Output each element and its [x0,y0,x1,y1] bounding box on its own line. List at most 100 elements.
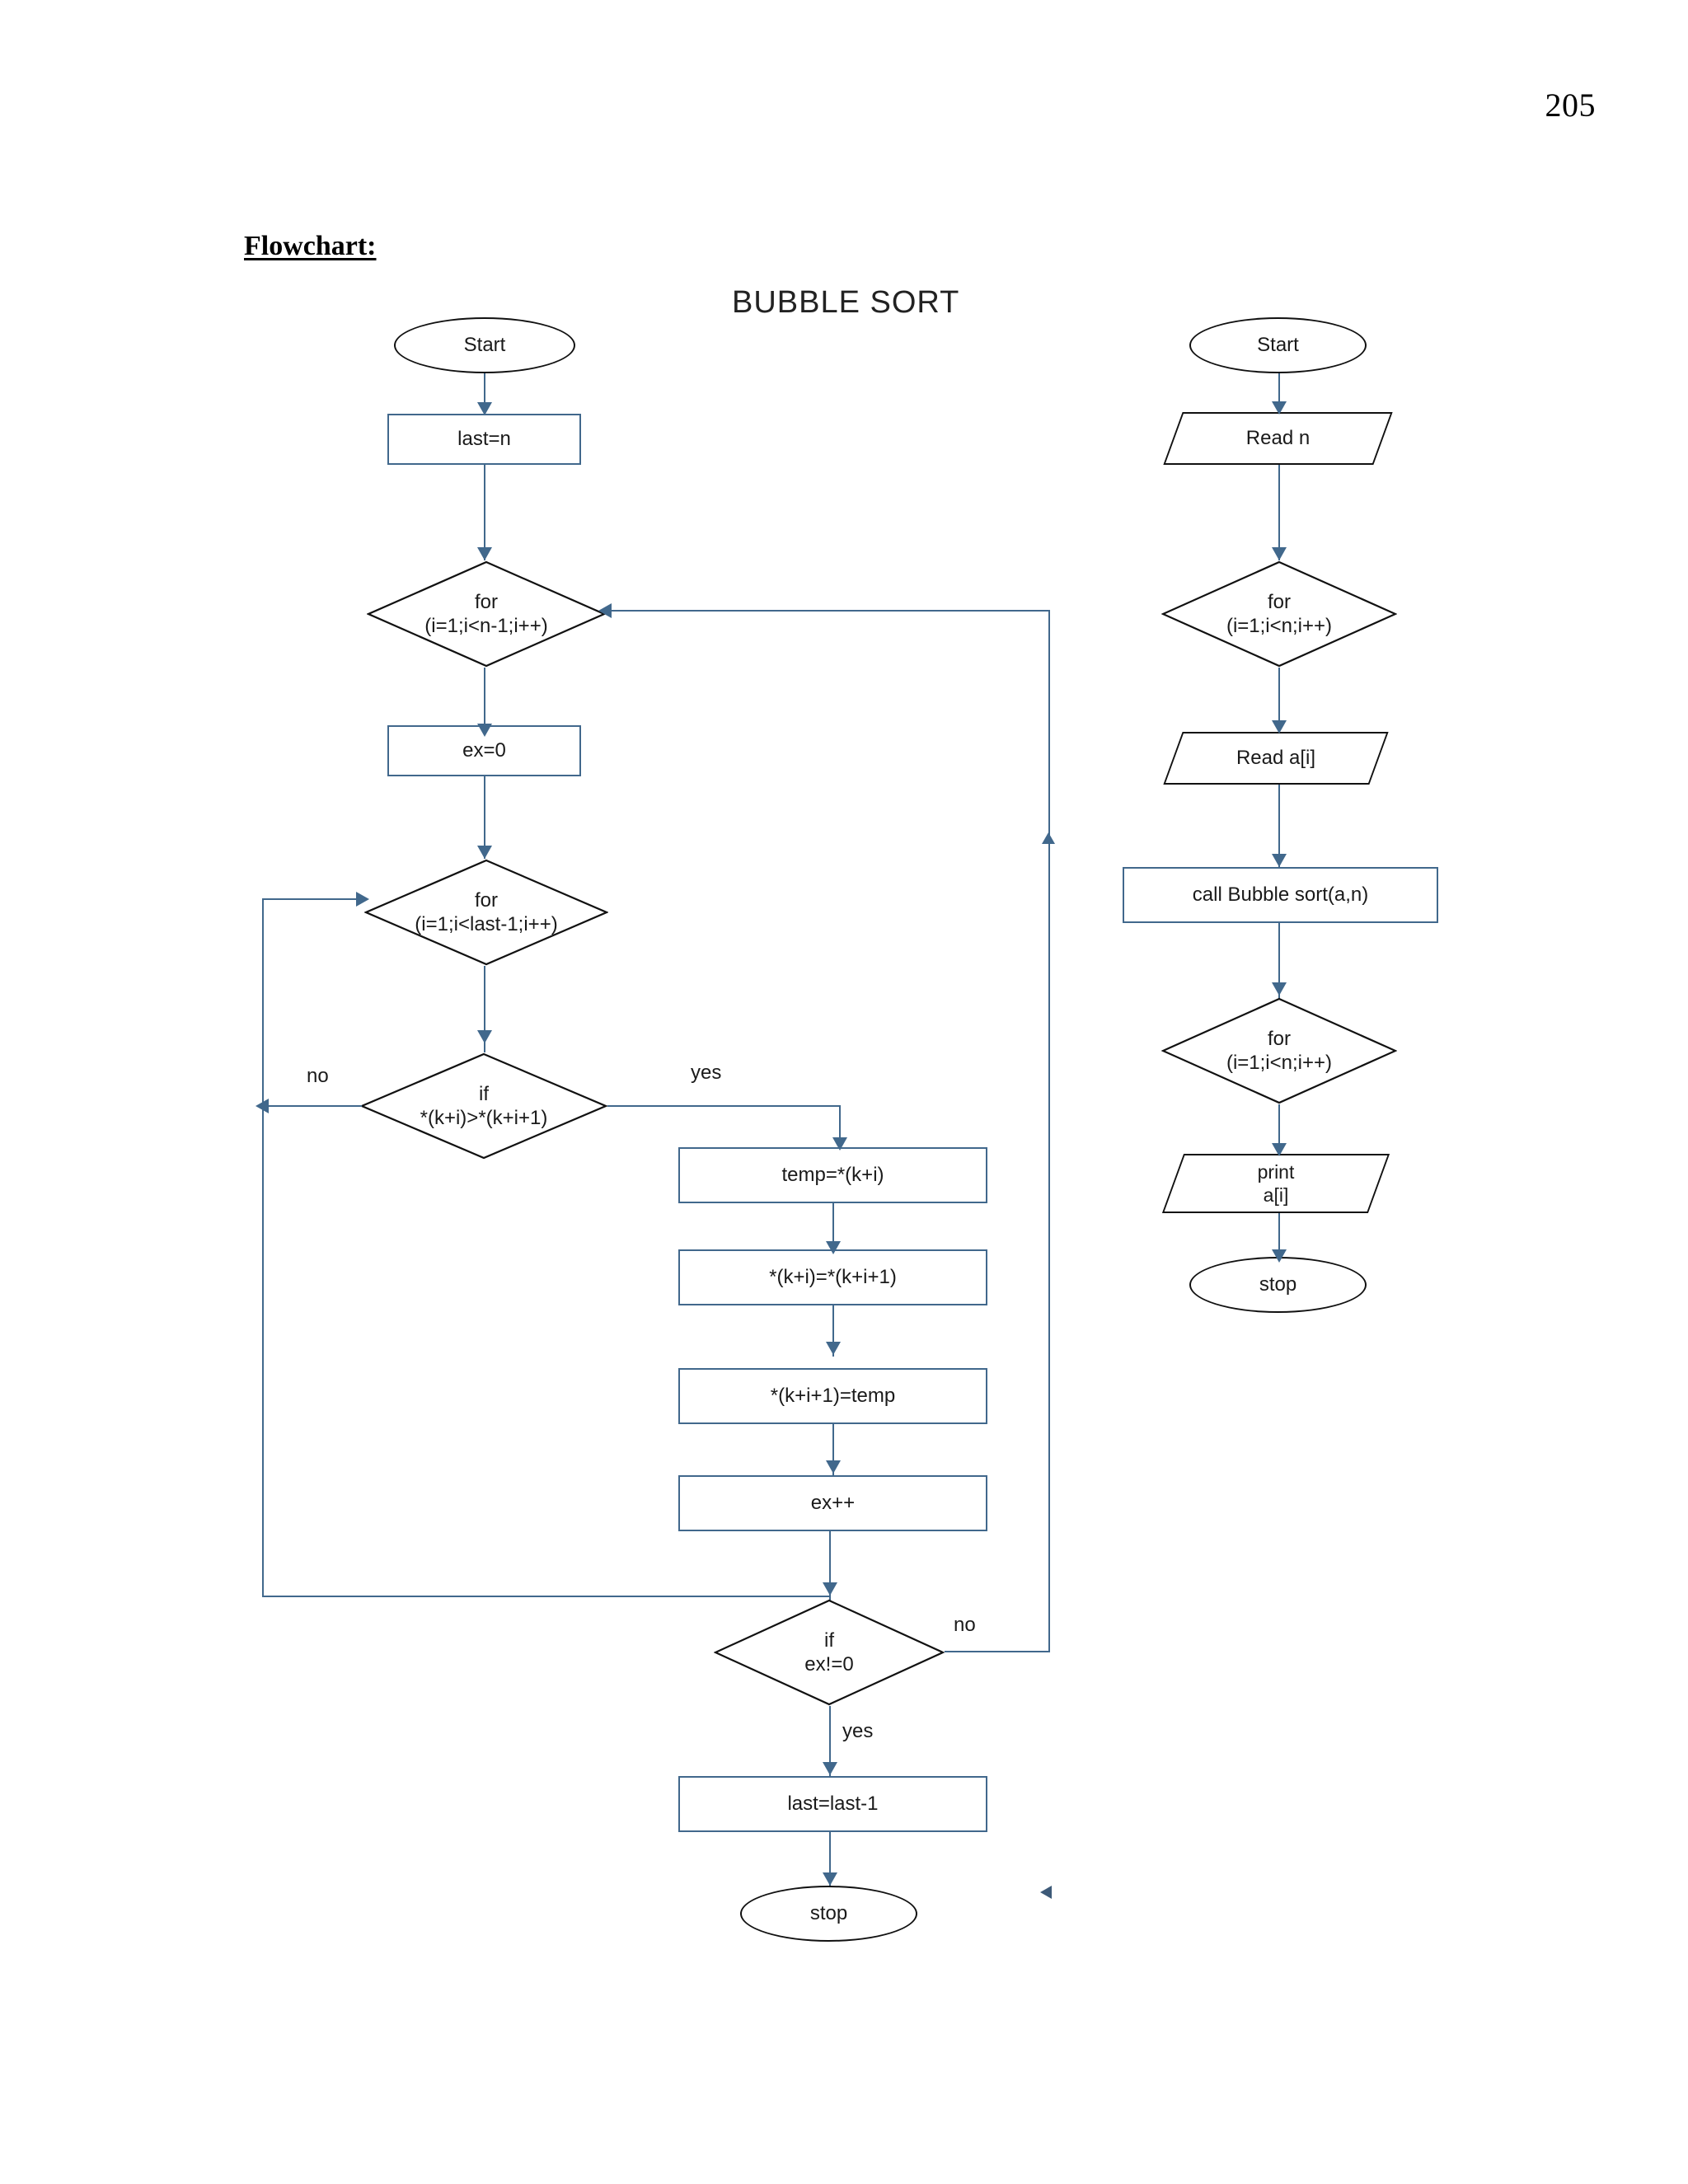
connector-assign1-to-assign2 [832,1305,834,1357]
node-left-assign-first: *(k+i)=*(k+i+1) [678,1249,987,1305]
arrowhead-down [477,724,492,737]
connector-readn-to-for1 [1278,465,1280,560]
node-label: last=n [457,428,511,451]
connector-ifcmp-yes-vertical [839,1105,841,1146]
node-left-for-n-minus-1: for (i=1;i<n-1;i++) [367,560,606,668]
node-label: Read a[i] [1236,747,1316,770]
node-label: last=last-1 [787,1793,879,1816]
arrowhead-down [1272,547,1287,560]
connector-exinc-to-ifex [829,1531,831,1602]
node-left-last-decrement: last=last-1 [678,1776,987,1832]
node-left-last-equals-n: last=n [387,414,581,465]
node-left-start: Start [394,317,575,373]
diamond-shape [1161,997,1397,1104]
node-label: stop [809,1902,848,1925]
connector-for1-to-ex0 [484,668,485,750]
node-left-if-compare: if *(k+i)>*(k+i+1) [360,1052,607,1160]
connector-ifex-no-top-horizontal [605,610,1050,612]
connector-call-to-for2 [1278,923,1280,1005]
node-right-print-ai: print a[i] [1161,1154,1390,1213]
node-label: *(k+i)=*(k+i+1) [769,1266,897,1289]
connector-print-to-stop [1278,1213,1280,1264]
arrowhead-down [826,1460,841,1474]
node-label: stop [1259,1273,1297,1296]
connector-ifcmp-yes-horizontal [607,1105,841,1107]
node-left-ex-increment: ex++ [678,1475,987,1531]
node-right-for-print-loop: for (i=1;i<n;i++) [1161,997,1397,1104]
arrowhead-left [598,603,612,618]
arrowhead-left [256,1099,269,1113]
edge-label-no-compare: no [307,1065,329,1087]
arrowhead-down [477,402,492,415]
arrowhead-down [1272,401,1287,415]
connector-assign2-to-exinc [832,1424,834,1475]
arrowhead-down [477,547,492,560]
node-label: temp=*(k+i) [781,1164,884,1187]
arrowhead-down [826,1342,841,1355]
edge-label-no-ex: no [954,1614,976,1636]
node-label: call Bubble sort(a,n) [1192,883,1369,907]
node-label: ex=0 [462,739,506,762]
node-label: *(k+i+1)=temp [770,1385,896,1408]
connector-ifcmp-no-horizontal [262,1105,362,1107]
arrowhead-up [1042,832,1055,844]
arrowhead-down [826,1241,841,1254]
arrowhead-down [1272,1143,1287,1156]
arrowhead-right [356,892,369,907]
diamond-shape [367,560,606,668]
arrowhead-down [1272,982,1287,996]
arrowhead-down [1272,720,1287,733]
node-right-for-read-loop: for (i=1;i<n;i++) [1161,560,1397,668]
connector-for2-to-ifcmp [484,966,485,1052]
arrowhead-down [823,1872,837,1886]
node-left-stop: stop [740,1886,917,1942]
connector-temp-to-assign1 [832,1203,834,1256]
connector-reada-to-call [1278,785,1280,880]
arrowhead-down [1272,854,1287,867]
node-left-for-last-minus-1: for (i=1;i<last-1;i++) [364,859,608,966]
node-label: Start [463,334,506,357]
arrowhead-down [823,1582,837,1596]
edge-label-yes-ex: yes [842,1720,874,1742]
arrowhead-down [823,1762,837,1775]
stray-arrowhead-icon [1040,1886,1052,1899]
diamond-shape [360,1052,607,1160]
node-right-read-n: Read n [1163,412,1393,465]
node-label: ex++ [810,1492,856,1515]
connector-rstart-to-readn [1278,373,1280,413]
arrowhead-down [477,846,492,859]
connector-loop-bottom-horizontal [262,1596,829,1597]
node-right-stop: stop [1189,1257,1367,1313]
node-left-assign-second: *(k+i+1)=temp [678,1368,987,1424]
diamond-shape [364,859,608,966]
node-label: Start [1257,334,1299,357]
connector-ifex-yes-vertical [829,1706,831,1779]
connector-for2-to-print [1278,1104,1280,1156]
node-left-temp-assign: temp=*(k+i) [678,1147,987,1203]
connector-for1-to-reada [1278,668,1280,747]
node-label: Read n [1245,427,1311,450]
page-number: 205 [1545,87,1596,124]
connector-ifex-no-horizontal [945,1651,1050,1652]
node-right-start: Start [1189,317,1367,373]
arrowhead-down [1272,1249,1287,1263]
arrowhead-down [477,1030,492,1043]
connector-ifex-no-vertical [1048,610,1050,1652]
connector-ifcmp-no-vertical-up [262,898,264,1107]
flowchart-title: BUBBLE SORT [732,285,960,320]
connector-ex0-to-for2 [484,776,485,859]
section-heading: Flowchart: [244,231,377,261]
node-label: print a[i] [1257,1160,1295,1206]
connector-start-to-last [484,373,485,414]
edge-label-yes-compare: yes [691,1062,722,1084]
diamond-shape [714,1599,945,1706]
diamond-shape [1161,560,1397,668]
connector-last-to-for1 [484,465,485,560]
node-right-call-bubble-sort: call Bubble sort(a,n) [1123,867,1438,923]
node-left-if-ex-not-zero: if ex!=0 [714,1599,945,1706]
connector-lastdec-to-stop [829,1832,831,1886]
arrowhead-down [832,1137,847,1151]
connector-no-back-to-for2 [262,898,368,900]
connector-loop-left-vertical [262,1105,264,1597]
